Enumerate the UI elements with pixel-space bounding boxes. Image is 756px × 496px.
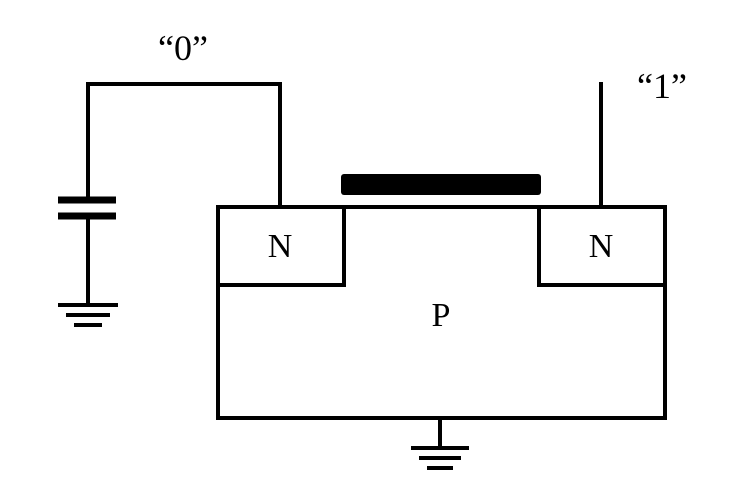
bit-line-left-wire xyxy=(86,82,282,209)
bit-line-right-label: “1” xyxy=(637,66,687,106)
bit-line-left-label: “0” xyxy=(158,28,208,68)
source-region-label: N xyxy=(268,228,293,265)
drain-n-region-outline xyxy=(537,207,665,287)
source-n-region-outline xyxy=(218,207,346,287)
capacitor-icon xyxy=(58,196,116,220)
ground-icon xyxy=(411,446,469,470)
ground-icon xyxy=(58,303,118,327)
drain-region-label: N xyxy=(589,228,614,265)
gate-icon xyxy=(341,174,541,195)
substrate-label: P xyxy=(432,297,451,334)
